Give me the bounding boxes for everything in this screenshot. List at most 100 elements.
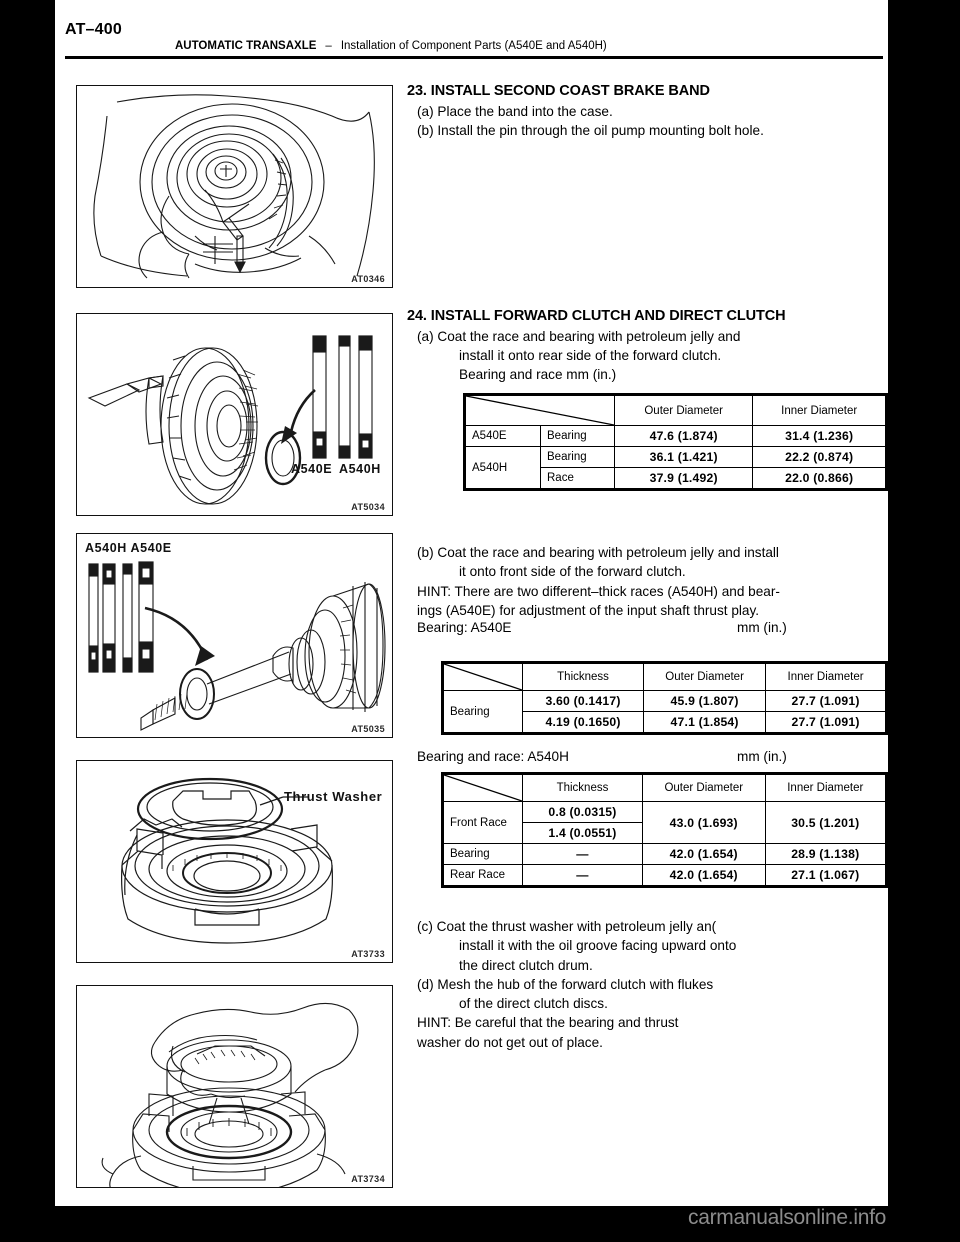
- figure-panel-1: AT0346: [76, 85, 393, 288]
- figure-3-illustration: [88, 561, 386, 731]
- page-number: AT–400: [65, 21, 122, 38]
- diagonal-rule-icon: [444, 775, 522, 801]
- figure-panel-4: Thrust Washer AT3733: [76, 760, 393, 963]
- figure-2-label-a540h: A540H: [339, 462, 381, 476]
- table2-units: mm (in.): [737, 620, 787, 636]
- step-24-item-b: (b) Coat the race and bearing with petro…: [407, 543, 888, 639]
- step-24-hint-b-line1: HINT: There are two different–thick race…: [417, 583, 780, 599]
- figure-5-code: AT3734: [351, 1174, 385, 1184]
- figure-1-illustration: [93, 94, 375, 279]
- step-23-item-b: (b) Install the pin through the oil pump…: [417, 122, 764, 138]
- footer-watermark: carmanualsonline.info: [688, 1206, 886, 1229]
- table1-header-outer: Outer Diameter: [613, 395, 754, 426]
- table2-outer-0: 45.9 (1.807): [643, 690, 767, 712]
- step-24: 24. INSTALL FORWARD CLUTCH AND DIRECT CL…: [407, 307, 888, 384]
- table3-label-1: Rear Race: [443, 864, 523, 886]
- manual-page: AT–400 AUTOMATIC TRANSAXLE–Installation …: [55, 0, 888, 1206]
- step-23-number: 23.: [407, 83, 427, 99]
- table3-front-race-thickness-1: 1.4 (0.0551): [522, 822, 643, 844]
- table3-thickness-1: —: [522, 864, 643, 886]
- table-row: Race 37.9 (1.492) 22.0 (0.866): [466, 467, 886, 489]
- step-24-item-d-line2: of the direct clutch discs.: [459, 996, 608, 1012]
- table3-front-race-inner: 30.5 (1.201): [764, 801, 887, 844]
- table-row: Bearing 3.60 (0.1417) 45.9 (1.807) 27.7 …: [443, 690, 886, 733]
- table1-outer-1: 36.1 (1.421): [613, 446, 754, 468]
- table1-corner-cell: [465, 395, 615, 426]
- table-row: 4.19 (0.1650) 47.1 (1.854) 27.7 (1.091): [444, 711, 886, 733]
- step-24-item-b-line2: it onto front side of the forward clutch…: [459, 564, 686, 580]
- step-24-item-c-line1: (c) Coat the thrust washer with petroleu…: [417, 919, 717, 934]
- table1-outer-2: 37.9 (1.492): [613, 467, 754, 489]
- header-separator: –: [325, 40, 332, 52]
- header-rule: [65, 56, 883, 59]
- step-23-heading: 23. INSTALL SECOND COAST BRAKE BAND: [407, 82, 888, 102]
- table1-model-a540h: A540H: [465, 446, 541, 489]
- table3-front-race-outer: 43.0 (1.693): [641, 801, 766, 844]
- table-row: A540H Bearing 36.1 (1.421) 22.2 (0.874): [465, 446, 886, 489]
- figure-panel-3: A540H A540E AT5035: [76, 533, 393, 738]
- table2-inner-1: 27.7 (1.091): [765, 711, 886, 733]
- table-row: Thickness Outer Diameter Inner Diameter: [443, 663, 886, 691]
- table2-thickness-1: 4.19 (0.1650): [521, 711, 645, 733]
- table2-caption: Bearing: A540E: [417, 620, 512, 636]
- table3-label-0: Bearing: [443, 843, 523, 865]
- table3-front-race-label: Front Race: [443, 801, 523, 844]
- table3-inner-0: 28.9 (1.138): [764, 843, 887, 865]
- step-24-heading: 24. INSTALL FORWARD CLUTCH AND DIRECT CL…: [407, 307, 888, 327]
- header-section: AUTOMATIC TRANSAXLE: [175, 40, 317, 52]
- figure-1-code: AT0346: [351, 274, 385, 284]
- step-24-item-a-line2: install it onto rear side of the forward…: [459, 347, 722, 363]
- table3-inner-1: 27.1 (1.067): [764, 864, 887, 886]
- table-row: Rear Race — 42.0 (1.654) 27.1 (1.067): [443, 864, 887, 886]
- figure-2-illustration: [87, 335, 373, 505]
- table3-front-race-thickness-0: 0.8 (0.0315): [522, 801, 643, 823]
- table3-outer-0: 42.0 (1.654): [641, 843, 766, 865]
- table-bearing-a540e: Thickness Outer Diameter Inner Diameter …: [441, 661, 888, 735]
- step-23-title: INSTALL SECOND COAST BRAKE BAND: [430, 83, 710, 99]
- table1-inner-0: 31.4 (1.236): [752, 425, 886, 447]
- figure-4-illustration: [121, 777, 333, 944]
- figure-3-code: AT5035: [351, 724, 385, 734]
- table-bearing-race-a540h-wrapper: Thickness Outer Diameter Inner Diameter …: [441, 772, 888, 893]
- step-24-item-a-line1: (a) Coat the race and bearing with petro…: [417, 328, 741, 344]
- step-24-hint-d-line1: HINT: Be careful that the bearing and th…: [417, 1015, 679, 1031]
- table3-header-inner: Inner Diameter: [764, 774, 887, 802]
- table3-header-outer: Outer Diameter: [641, 774, 766, 802]
- table1-inner-1: 22.2 (0.874): [752, 446, 886, 468]
- figure-2-code: AT5034: [351, 502, 385, 512]
- table2-header-outer: Outer Diameter: [643, 663, 767, 691]
- table-bearing-and-race: Outer Diameter Inner Diameter A540E Bear…: [463, 393, 888, 491]
- table3-corner-cell: [443, 774, 523, 802]
- step-23: 23. INSTALL SECOND COAST BRAKE BAND (a) …: [407, 82, 888, 140]
- header-subsection: Installation of Component Parts (A540E a…: [340, 40, 607, 52]
- figure-panel-5: AT3734: [76, 985, 393, 1188]
- table2-corner-cell: [443, 663, 523, 691]
- figure-4-code: AT3733: [351, 949, 385, 959]
- figure-2-label-a540e: A540E: [291, 462, 333, 476]
- figure-5-illustration: [101, 1002, 359, 1187]
- step-24-item-c-line2: install it with the oil groove facing up…: [459, 938, 737, 954]
- table3-caption: Bearing and race: A540H: [417, 749, 569, 764]
- step-24-title: INSTALL FORWARD CLUTCH AND DIRECT CLUTCH: [430, 308, 786, 324]
- diagonal-rule-icon: [444, 664, 522, 690]
- table-bearing-and-race-wrapper: Outer Diameter Inner Diameter A540E Bear…: [463, 393, 888, 496]
- step-24-hint-b-line2: ings (A540E) for adjustment of the input…: [417, 602, 760, 618]
- table3-thickness-0: —: [522, 843, 643, 865]
- figure-4-label-thrust-washer: Thrust Washer: [284, 789, 383, 804]
- figure-panel-2: A540E A540H AT5034: [76, 313, 393, 516]
- table2-header-inner: Inner Diameter: [765, 663, 886, 691]
- step-24-items-cd: (c) Coat the thrust washer with petroleu…: [407, 917, 888, 1052]
- table3-units: mm (in.): [737, 749, 787, 764]
- table3-outer-1: 42.0 (1.654): [641, 864, 766, 886]
- page-header: AT–400 AUTOMATIC TRANSAXLE–Installation …: [55, 0, 888, 59]
- step-24-number: 24.: [407, 308, 427, 324]
- table2-inner-0: 27.7 (1.091): [765, 690, 886, 712]
- table-bearing-race-a540h: Thickness Outer Diameter Inner Diameter …: [441, 772, 888, 888]
- table3-header-thickness: Thickness: [522, 774, 643, 802]
- table1-part-0: Bearing: [540, 425, 615, 447]
- table2-row-label: Bearing: [443, 690, 523, 733]
- table-row: Thickness Outer Diameter Inner Diameter: [443, 774, 887, 802]
- table1-header-inner: Inner Diameter: [752, 395, 886, 426]
- table-row: Front Race 0.8 (0.0315) 43.0 (1.693) 30.…: [443, 801, 887, 844]
- step-24-hint-d-line2: washer do not get out of place.: [417, 1034, 603, 1050]
